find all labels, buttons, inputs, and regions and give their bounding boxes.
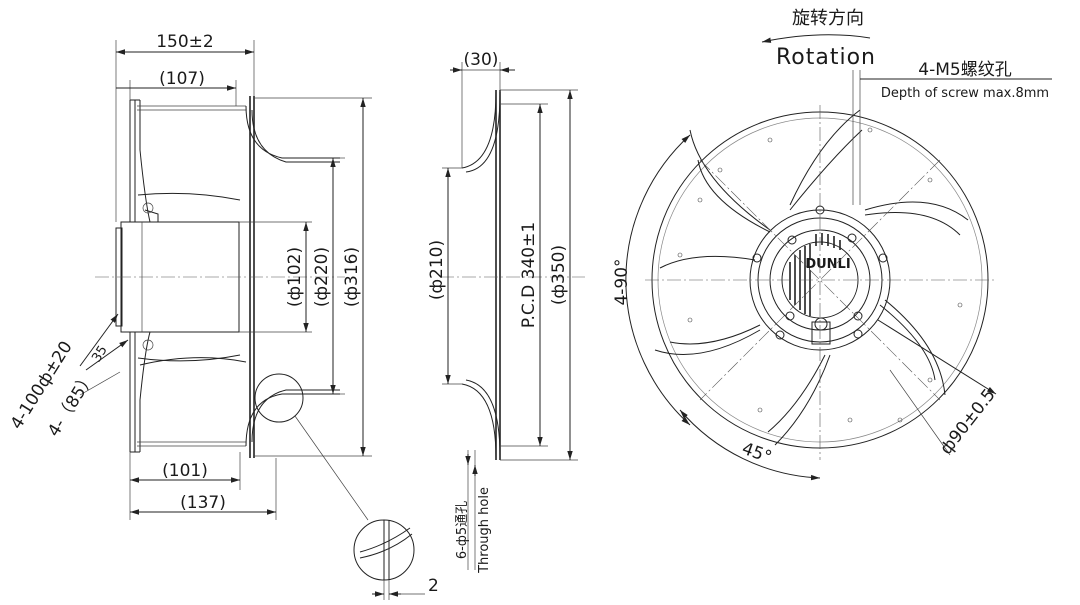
dim-350-label: (ф350): [549, 245, 569, 305]
dim-137-label: (137): [180, 493, 226, 513]
dim-350: (ф350): [549, 90, 573, 460]
dim-137: (137): [129, 452, 277, 520]
dim-30: (30): [450, 50, 515, 168]
angle-4-90-label: 4-90°: [612, 258, 632, 305]
rotation-cn-label: 旋转方向: [792, 8, 864, 29]
dim-102: (ф102): [239, 221, 312, 333]
dim-30-label: (30): [464, 50, 499, 70]
side-view: [95, 96, 369, 521]
dim-through-hole: 6-ф5通孔 Through hole: [455, 450, 492, 574]
dim-316-label: (ф316): [342, 247, 362, 307]
dim-316: (ф316): [254, 97, 372, 457]
dim-bolt: 4-100ф±20 4-（85） 35: [7, 313, 129, 440]
dim-90-label: ф90±0.5: [936, 385, 999, 458]
dim-150-label: 150±2: [156, 32, 214, 52]
detail-2-label: 2: [428, 576, 439, 596]
front-view: DUNLI: [645, 105, 995, 460]
dim-101: (101): [130, 452, 241, 490]
angle-45: 45°: [679, 409, 821, 481]
detail-view: 2: [353, 519, 439, 600]
screw-hole-callout: 4-M5螺纹孔 Depth of screw max.8mm: [852, 60, 1052, 205]
angle-45-label: 45°: [739, 439, 774, 468]
dim-220-label: (ф220): [312, 247, 332, 307]
dim-35-label: 35: [89, 343, 110, 365]
dim-150: 150±2: [115, 32, 255, 222]
through-hole-en-label: Through hole: [477, 487, 492, 574]
rotation-en-label: Rotation: [776, 45, 876, 70]
dim-210: (ф210): [427, 167, 462, 385]
dim-101-label: (101): [162, 461, 208, 481]
dim-107-label: (107): [159, 69, 205, 89]
angle-4-90: 4-90°: [612, 134, 691, 426]
dim-107: (107): [116, 69, 237, 106]
through-hole-cn-label: 6-ф5通孔: [455, 501, 470, 559]
dim-pcd-label: P.C.D 340±1: [519, 222, 539, 328]
brand-label: DUNLI: [805, 257, 850, 272]
dim-102-label: (ф102): [285, 247, 305, 307]
inlet-ring-section: [440, 89, 585, 461]
dim-pcd: P.C.D 340±1: [500, 103, 548, 447]
impeller-blades: [654, 109, 969, 446]
dim-220: (ф220): [312, 157, 345, 395]
dim-210-label: (ф210): [427, 240, 447, 300]
screw-cn-label: 4-M5螺纹孔: [918, 60, 1011, 80]
rotation-indicator: 旋转方向 Rotation: [761, 8, 876, 70]
hub-fins: [789, 233, 841, 316]
dim-90: ф90±0.5: [877, 319, 1000, 459]
screw-en-label: Depth of screw max.8mm: [881, 86, 1049, 101]
